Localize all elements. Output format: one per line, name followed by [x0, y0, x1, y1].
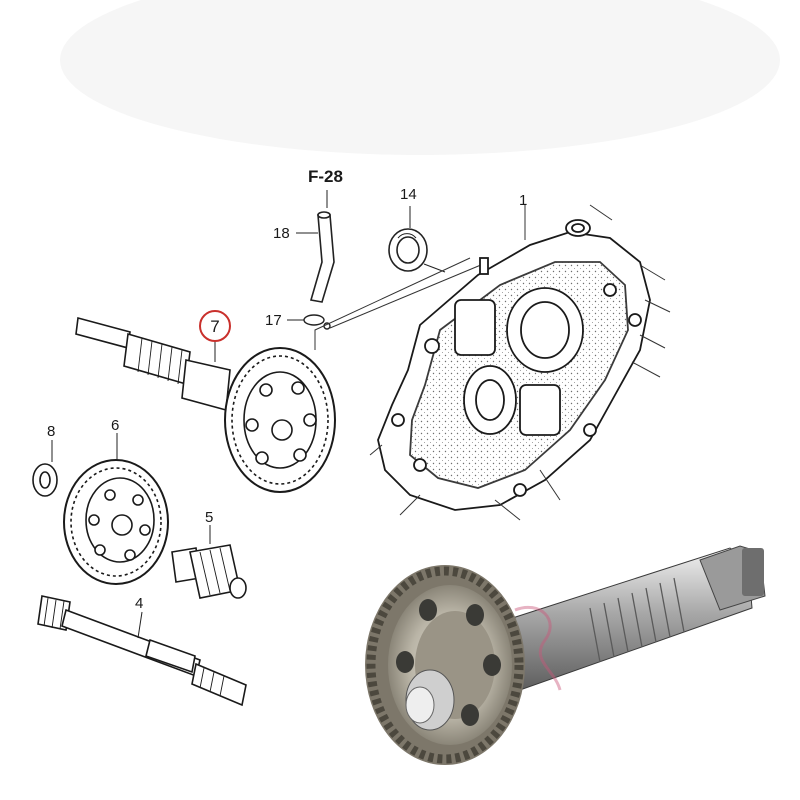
part-6-gear: [63, 459, 169, 585]
background-glow: [60, 0, 780, 155]
cover-leader-lines: [369, 204, 671, 521]
callout-7-highlighted: 7: [199, 310, 231, 342]
assembly-lines: [314, 205, 526, 350]
callout-17: 17: [265, 312, 282, 329]
product-photo-gear-shaft: [365, 545, 766, 765]
callout-5: 5: [205, 509, 214, 526]
part-1-crankcase-cover: [377, 219, 651, 511]
callout-1: 1: [519, 192, 528, 209]
callout-18: 18: [273, 225, 290, 242]
part-14-oil-seal: [388, 228, 428, 272]
part-18-tube: [309, 190, 335, 303]
part-5-pinion: [171, 544, 247, 599]
part-4-drive-shaft: [37, 595, 247, 707]
part-8-washer: [32, 463, 58, 497]
part-7-shaft-gear-drawing: [75, 316, 336, 493]
callout-14: 14: [400, 186, 417, 203]
callout-8: 8: [47, 423, 56, 440]
part-17-clip: [303, 314, 331, 330]
reference-label-f28: F-28: [308, 167, 343, 186]
callout-6: 6: [111, 417, 120, 434]
callout-4: 4: [135, 595, 144, 612]
callout-7-label: 7: [210, 316, 220, 336]
